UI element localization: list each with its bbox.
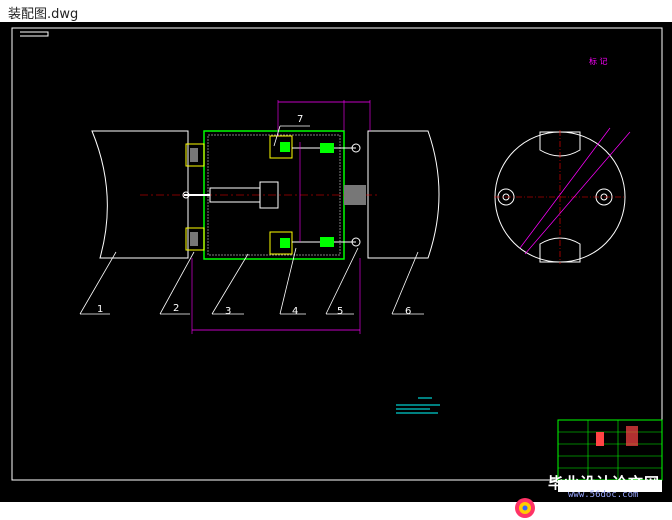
- watermark-text: 毕业设计论文网: [548, 474, 661, 492]
- side-dim-2: [524, 131, 631, 255]
- title-block-footer: [558, 480, 662, 492]
- leader-2: [159, 251, 195, 315]
- leader-3: [211, 253, 249, 315]
- side-dim-1: [519, 127, 611, 249]
- side-slot-top: [539, 131, 581, 157]
- joint-bottom: [351, 237, 361, 247]
- watermark-logo-icon: [515, 498, 535, 518]
- stamp-text: 标 记: [589, 56, 608, 66]
- title-block: [557, 419, 663, 481]
- leader-7: [273, 125, 281, 147]
- gripper-top: [269, 135, 293, 159]
- rod-flange: [259, 181, 279, 209]
- part-6-outline: [367, 130, 440, 259]
- watermark-url: www.56doc.com: [568, 490, 639, 500]
- right-block: [344, 185, 366, 205]
- part-1-outline: [91, 130, 189, 259]
- leader-4: [279, 247, 297, 315]
- drawing-frame: [11, 27, 663, 481]
- cad-drawing: 标 记 1 2 3 4: [11, 27, 663, 492]
- gripper-top-fill: [280, 142, 290, 152]
- window-titlebar: 装配图.dwg: [0, 0, 672, 23]
- part-label-2: 2: [173, 303, 179, 314]
- frame-corner-mark: [20, 31, 49, 37]
- arm-top-part: [320, 143, 334, 153]
- rod-end: [182, 191, 190, 199]
- clamp-top: [185, 143, 205, 167]
- clamp-bottom: [185, 227, 205, 251]
- leader-1: [79, 251, 117, 315]
- gripper-bottom-fill: [280, 238, 290, 248]
- clamp-top-fill: [190, 148, 198, 162]
- part-label-7: 7: [297, 114, 303, 125]
- gripper-bottom: [269, 231, 293, 255]
- part-label-4: 4: [292, 306, 298, 317]
- leader-6: [391, 251, 419, 315]
- tb-stamp-2: [626, 426, 638, 446]
- part-label-3: 3: [225, 306, 231, 317]
- tb-stamp-1: [596, 432, 604, 446]
- joint-top: [351, 143, 361, 153]
- drawing-canvas[interactable]: 标 记 1 2 3 4: [0, 22, 672, 518]
- part-label-6: 6: [405, 306, 411, 317]
- part-label-1: 1: [97, 304, 103, 315]
- clamp-bottom-fill: [190, 232, 198, 246]
- window-title: 装配图.dwg: [8, 7, 79, 22]
- part-label-5: 5: [337, 306, 343, 317]
- side-slot-bottom: [539, 237, 581, 263]
- leader-5: [325, 247, 359, 315]
- arm-bottom-part: [320, 237, 334, 247]
